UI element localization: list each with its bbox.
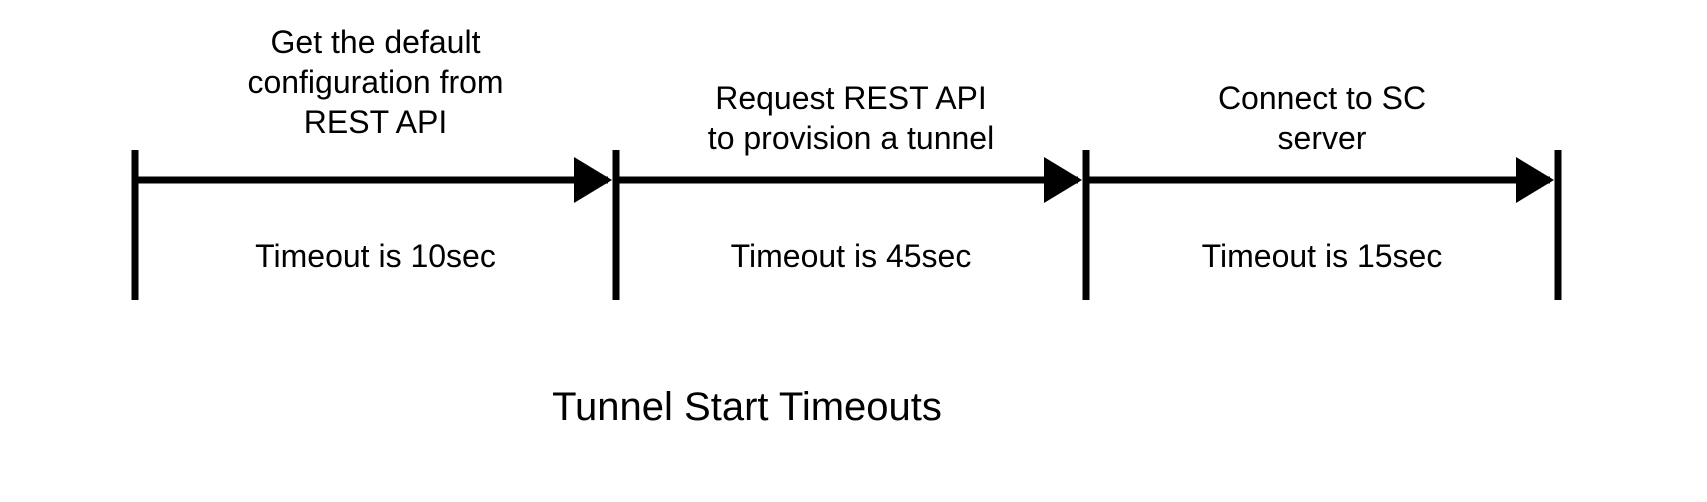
segment-label-connect-sc-server: Connect to SC server	[1217, 80, 1427, 156]
arrowhead-icon	[1516, 157, 1554, 203]
diagram-title: Tunnel Start Timeouts	[552, 385, 942, 429]
arrowhead-icon	[574, 157, 612, 203]
segment-timeout-label-3: Timeout is 15sec	[1201, 238, 1443, 274]
segment-timeout-label-1: Timeout is 10sec	[255, 238, 496, 274]
segment-label-get-default-configuration: Get the default configuration from REST …	[247, 24, 504, 140]
segment-timeout-label-2: Timeout is 45sec	[730, 238, 972, 274]
segment-label-provision-tunnel: Request REST API to provision a tunnel	[707, 80, 995, 156]
arrowhead-icon	[1044, 157, 1082, 203]
